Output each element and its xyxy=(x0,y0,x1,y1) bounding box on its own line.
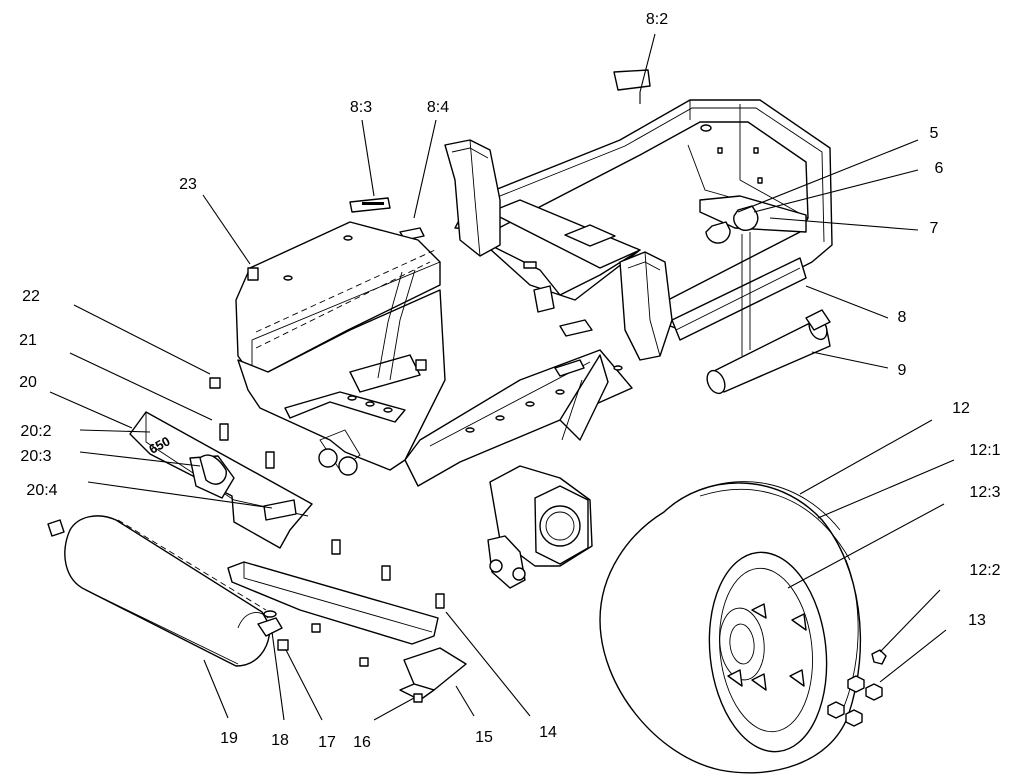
callout-12: 12 xyxy=(952,400,970,417)
leader-lines xyxy=(49,33,955,721)
callout-9: 9 xyxy=(898,362,907,379)
callout-8: 8 xyxy=(898,309,907,326)
callout-20-2: 20:2 xyxy=(20,423,51,440)
callout-labels: 8:2 8:3 8:4 23 22 21 20 20:2 20:3 20:4 5… xyxy=(19,11,1001,751)
callout-8-3: 8:3 xyxy=(350,99,372,116)
skid-bracket xyxy=(227,561,467,701)
callout-17: 17 xyxy=(318,734,336,751)
callout-20-3: 20:3 xyxy=(20,448,51,465)
callout-8-2: 8:2 xyxy=(646,11,668,28)
callout-12-2: 12:2 xyxy=(969,562,1000,579)
callout-12-3: 12:3 xyxy=(969,484,1000,501)
callout-19: 19 xyxy=(220,730,238,747)
callout-16: 16 xyxy=(353,734,371,751)
front-roller xyxy=(64,515,271,667)
fasteners xyxy=(47,69,887,727)
callout-23: 23 xyxy=(179,176,197,193)
hydraulic-cylinder xyxy=(706,309,831,395)
callout-13: 13 xyxy=(968,612,986,629)
callout-6: 6 xyxy=(935,160,944,177)
callout-20: 20 xyxy=(19,374,37,391)
callout-18: 18 xyxy=(271,732,289,749)
seat-mount-plate xyxy=(235,197,441,377)
center-tray xyxy=(237,269,446,471)
drive-tire xyxy=(599,481,862,774)
callout-7: 7 xyxy=(930,220,939,237)
main-chassis-frame xyxy=(399,139,673,361)
callout-21: 21 xyxy=(19,332,37,349)
retaining-clamps xyxy=(705,205,759,356)
front-bumper-plate: 650 xyxy=(129,411,313,549)
callout-12-1: 12:1 xyxy=(969,442,1000,459)
callout-5: 5 xyxy=(930,125,939,142)
callout-8-4: 8:4 xyxy=(427,99,449,116)
wheel-motor-housing xyxy=(318,429,593,589)
foot-platform xyxy=(404,349,633,487)
callout-15: 15 xyxy=(475,729,493,746)
callout-14: 14 xyxy=(539,724,557,741)
callout-22: 22 xyxy=(22,288,40,305)
callout-20-4: 20:4 xyxy=(26,482,57,499)
